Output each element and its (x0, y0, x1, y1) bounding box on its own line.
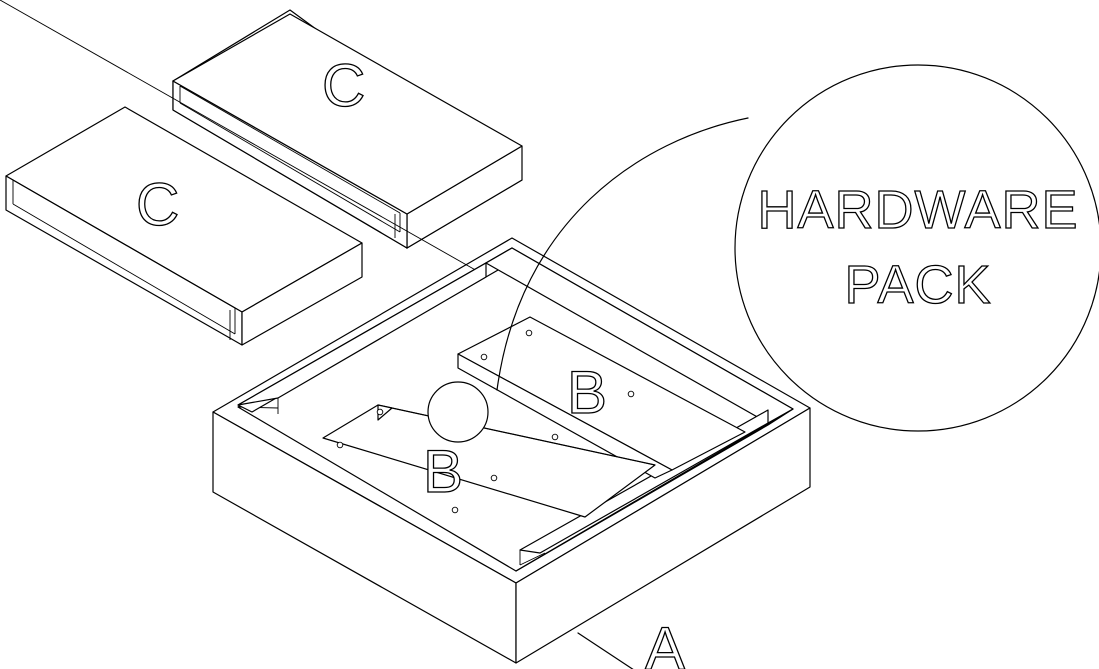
base-a (0, 0, 811, 664)
slat-b-rear (457, 316, 746, 479)
label-a-leader (577, 632, 634, 669)
label-c-front: C (136, 171, 179, 238)
panel-c-front (5, 106, 363, 346)
hardware-pack-circle (734, 64, 1099, 432)
label-a: A (645, 615, 685, 669)
hardware-pack-line1: HARDWARE (757, 180, 1078, 240)
label-b-rear: B (567, 359, 607, 426)
label-c-rear: C (322, 52, 365, 119)
slat-b-front (322, 404, 656, 518)
leader-line (496, 117, 749, 391)
hardware-pack-marker (427, 381, 489, 443)
hardware-pack-line2: PACK (844, 255, 991, 315)
label-b-front: B (423, 438, 463, 505)
hardware-pack-callout (427, 64, 1099, 443)
